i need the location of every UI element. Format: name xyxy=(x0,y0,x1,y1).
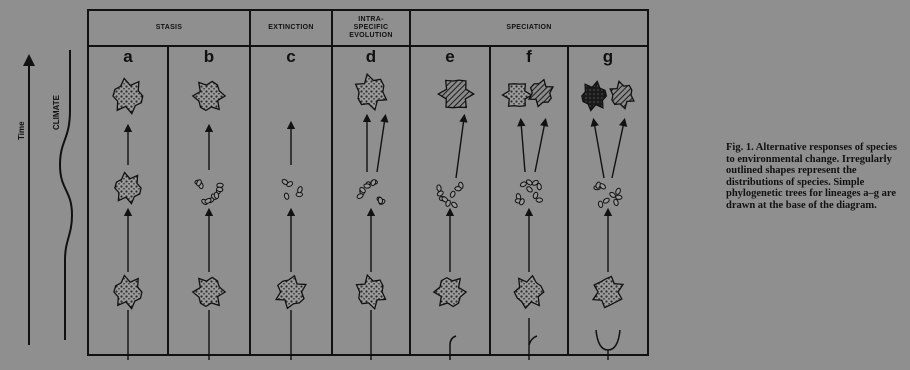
header-stasis: STASIS xyxy=(88,10,250,46)
col-g-top-population-right xyxy=(610,81,634,108)
col-g-tree-fork xyxy=(596,330,620,350)
col-e-middle-fragment-7 xyxy=(436,185,441,192)
col-c-middle-fragment-2 xyxy=(284,193,290,200)
col-d-top-population xyxy=(356,74,387,110)
col-g-arrow-upper-right xyxy=(612,122,624,178)
column-label-c: c xyxy=(271,47,311,67)
header-speciation: SPECIATION xyxy=(410,10,648,46)
col-d-middle-fragment-9 xyxy=(356,193,364,200)
col-f-top-population-right xyxy=(529,80,553,107)
time-axis-label: Time xyxy=(17,121,26,140)
col-c-middle-fragment-3 xyxy=(297,186,303,193)
col-d-bottom-population xyxy=(357,275,386,309)
col-a-middle-population xyxy=(115,173,141,204)
col-e-arrow-upper xyxy=(456,118,464,178)
col-g-middle-fragment-5 xyxy=(615,195,622,200)
col-f-top-population-left xyxy=(503,84,532,107)
col-f-middle-fragment-0 xyxy=(536,198,542,202)
col-g-middle-fragment-8 xyxy=(615,188,622,196)
col-b-bottom-population xyxy=(193,277,225,306)
col-g-top-population-left xyxy=(582,81,607,110)
col-b-top-population xyxy=(193,81,225,110)
figure-caption: Fig. 1. Alternative responses of species… xyxy=(726,142,906,211)
col-e-tree xyxy=(450,336,456,360)
col-b-middle-fragment-9 xyxy=(204,198,212,205)
climate-axis-label: CLIMATE xyxy=(52,95,61,130)
climate-curve xyxy=(60,50,72,340)
col-g-bottom-population xyxy=(593,277,623,308)
col-e-middle-fragment-8 xyxy=(449,191,456,199)
column-label-e: e xyxy=(430,47,470,67)
col-e-middle-fragment-5 xyxy=(455,186,462,191)
col-e-bottom-population xyxy=(434,278,466,307)
col-f-bottom-population xyxy=(514,276,544,309)
col-f-tree-branch xyxy=(529,336,537,345)
col-f-middle-fragment-7 xyxy=(537,183,542,190)
column-label-f: f xyxy=(509,47,549,67)
col-g-middle-fragment-2 xyxy=(613,199,619,206)
col-d-middle-fragment-5 xyxy=(364,184,371,189)
columns-layer xyxy=(113,74,634,360)
col-b-middle-fragment-10 xyxy=(216,187,223,192)
col-e-top-population xyxy=(438,80,473,108)
col-d-middle-fragment-8 xyxy=(370,179,377,187)
column-label-a: a xyxy=(108,47,148,67)
col-b-middle-fragment-0 xyxy=(217,183,223,187)
col-d-arrow-upper-right xyxy=(377,118,385,172)
column-label-g: g xyxy=(588,47,628,67)
col-a-bottom-population xyxy=(114,276,142,309)
col-e-middle-fragment-6 xyxy=(451,201,459,208)
column-label-b: b xyxy=(189,47,229,67)
col-c-bottom-population xyxy=(276,276,306,309)
col-f-arrow-upper-left xyxy=(521,122,525,172)
column-label-d: d xyxy=(351,47,391,67)
col-a-top-population xyxy=(113,78,143,113)
col-f-middle-fragment-9 xyxy=(520,181,528,188)
col-g-middle-fragment-7 xyxy=(598,201,603,208)
header-intraspecific: INTRA- SPECIFIC EVOLUTION xyxy=(332,10,410,46)
col-g-arrow-upper-left xyxy=(594,122,604,178)
header-extinction: EXTINCTION xyxy=(250,10,332,46)
col-g-middle-fragment-4 xyxy=(602,197,610,204)
col-f-middle-fragment-6 xyxy=(526,186,534,193)
col-f-arrow-upper-right xyxy=(535,122,545,172)
